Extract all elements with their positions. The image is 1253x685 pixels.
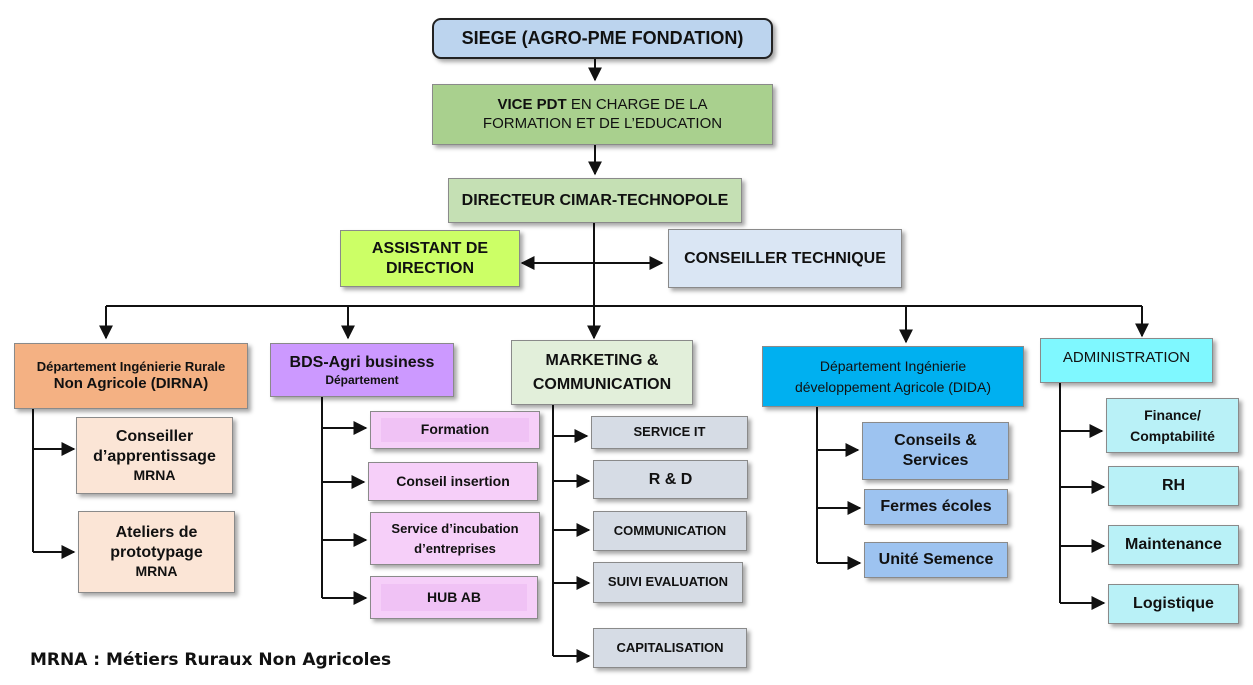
child-line1: Conseils & — [894, 432, 977, 449]
child-line1: Ateliers de — [115, 524, 198, 542]
child-line1: CAPITALISATION — [616, 639, 724, 655]
directeur-label: DIRECTEUR CIMAR-TECHNOPOLE — [461, 191, 729, 209]
dept-dirna: Département Ingénierie Rurale Non Agrico… — [14, 343, 248, 409]
dept-bds: BDS-Agri business Département — [270, 343, 454, 397]
vice-pdt-line2: FORMATION ET DE L’EDUCATION — [482, 114, 723, 132]
admin-child-logistique: Logistique — [1108, 584, 1239, 624]
assistant-line1: ASSISTANT DE — [371, 239, 489, 257]
child-line1: Conseil insertion — [396, 472, 510, 489]
dirna-line2: Non Agricole (DIRNA) — [53, 374, 209, 392]
bds-child-conseil-insertion: Conseil insertion — [368, 462, 538, 501]
marketing-child-suivi-evaluation: SUIVI EVALUATION — [593, 562, 743, 603]
child-line1: Maintenance — [1125, 536, 1222, 553]
admin-child-rh: RH — [1108, 466, 1239, 506]
conseiller-technique-box: CONSEILLER TECHNIQUE — [668, 229, 902, 288]
conseiller-label: CONSEILLER TECHNIQUE — [684, 249, 886, 267]
child-line1: Conseiller — [115, 427, 194, 445]
child-line2: d’apprentissage — [93, 447, 216, 465]
dept-marketing: MARKETING & COMMUNICATION — [511, 340, 693, 405]
admin-child-finance: Finance/ Comptabilité — [1106, 398, 1239, 453]
marketing-child-service-it: SERVICE IT — [591, 416, 748, 449]
bds-line2: Département — [325, 372, 399, 387]
child-line1: Formation — [420, 421, 490, 438]
child-line3: MRNA — [135, 563, 178, 580]
child-line1: Service d’incubation — [391, 521, 519, 536]
child-line1: Unité Semence — [878, 551, 994, 568]
vice-pdt-bold: VICE PDT — [497, 95, 567, 113]
admin-child-maintenance: Maintenance — [1108, 525, 1239, 565]
child-line3: MRNA — [133, 466, 176, 483]
legend-mrna: MRNA : Métiers Ruraux Non Agricoles — [30, 650, 392, 670]
admin-label: ADMINISTRATION — [1062, 349, 1191, 366]
child-line1: COMMUNICATION — [613, 522, 727, 538]
siege-box: SIEGE (AGRO-PME FONDATION) — [432, 18, 773, 59]
bds-child-hub-ab: HUB AB — [370, 576, 538, 619]
dida-child-fermes-ecoles: Fermes écoles — [864, 489, 1008, 525]
marketing-line2: COMMUNICATION — [532, 375, 672, 393]
bds-line1: BDS-Agri business — [289, 353, 435, 371]
marketing-child-rd: R & D — [593, 460, 748, 499]
assistant-line2: DIRECTION — [386, 259, 474, 277]
child-line1: SERVICE IT — [633, 424, 706, 440]
child-line2: d’entreprises — [414, 540, 496, 556]
dida-line1: Département Ingénierie — [819, 358, 967, 375]
dida-child-unite-semence: Unité Semence — [864, 542, 1008, 578]
vice-pdt-rest: EN CHARGE DE LA — [570, 95, 708, 113]
child-line1: Finance/ — [1144, 406, 1201, 423]
marketing-child-communication: COMMUNICATION — [593, 511, 747, 551]
dirna-line1: Département Ingénierie Rurale — [36, 358, 226, 374]
marketing-child-capitalisation: CAPITALISATION — [593, 628, 747, 668]
child-line1: RH — [1161, 477, 1186, 494]
vice-pdt-box: VICE PDT EN CHARGE DE LA FORMATION ET DE… — [432, 84, 773, 145]
child-line1: Fermes écoles — [880, 498, 992, 515]
child-line2: Comptabilité — [1130, 427, 1215, 444]
assistant-direction-box: ASSISTANT DE DIRECTION — [340, 230, 520, 287]
child-line2: prototypage — [110, 544, 203, 562]
dida-line2: développement Agricole (DIDA) — [794, 378, 992, 395]
siege-label: SIEGE (AGRO-PME FONDATION) — [461, 28, 744, 49]
child-line1: Logistique — [1133, 595, 1214, 612]
dirna-child-ateliers: Ateliers de prototypage MRNA — [78, 511, 235, 593]
formation-inner: Formation — [381, 418, 529, 442]
marketing-line1: MARKETING & — [545, 351, 659, 369]
directeur-box: DIRECTEUR CIMAR-TECHNOPOLE — [448, 178, 742, 223]
dept-administration: ADMINISTRATION — [1040, 338, 1213, 383]
bds-child-incubation: Service d’incubation d’entreprises — [370, 512, 540, 565]
bds-child-formation: Formation — [370, 411, 540, 449]
hub-inner: HUB AB — [381, 584, 527, 611]
child-line1: HUB AB — [427, 588, 481, 605]
dirna-child-conseiller: Conseiller d’apprentissage MRNA — [76, 417, 233, 494]
child-line2: Services — [902, 452, 969, 469]
vice-pdt-line1: VICE PDT EN CHARGE DE LA — [497, 96, 707, 115]
dida-child-conseils-services: Conseils & Services — [862, 422, 1009, 480]
child-line1: R & D — [648, 470, 693, 488]
dept-dida: Département Ingénierie développement Agr… — [762, 346, 1024, 407]
child-line1: SUIVI EVALUATION — [607, 574, 729, 590]
